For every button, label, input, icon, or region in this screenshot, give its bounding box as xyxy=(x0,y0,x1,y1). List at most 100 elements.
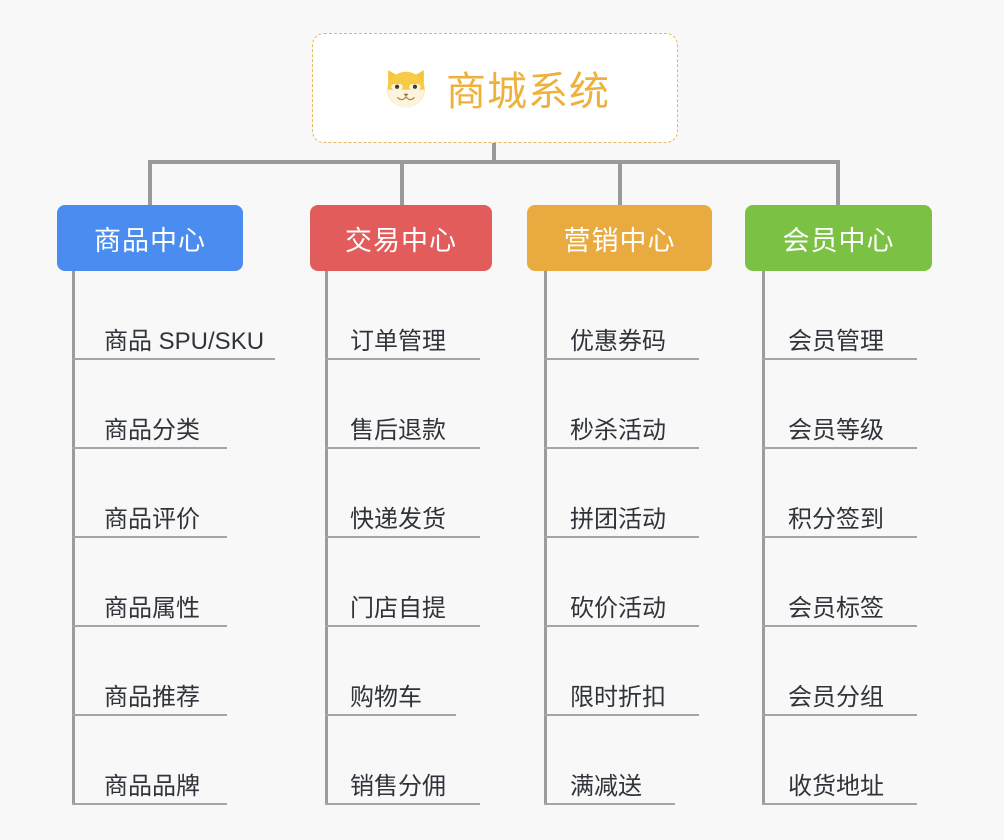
branch-spine-1 xyxy=(72,271,75,805)
leaf-item-underline xyxy=(544,358,699,360)
leaf-item-underline xyxy=(762,714,917,716)
leaf-item-label: 商品属性 xyxy=(104,595,200,622)
leaf-item-underline xyxy=(544,447,699,449)
branch-column-2: 交易中心订单管理售后退款快递发货门店自提购物车销售分佣 xyxy=(310,205,492,805)
leaf-item[interactable]: 会员等级 xyxy=(745,360,932,449)
leaf-item-label: 售后退款 xyxy=(350,417,446,444)
leaf-item[interactable]: 商品分类 xyxy=(57,360,243,449)
leaf-item-label: 积分签到 xyxy=(788,506,884,533)
leaf-item-underline xyxy=(325,714,456,716)
leaf-item[interactable]: 销售分佣 xyxy=(310,716,492,805)
leaf-item-label: 会员管理 xyxy=(788,328,884,355)
leaf-item-label: 拼团活动 xyxy=(570,506,666,533)
leaf-item-label: 秒杀活动 xyxy=(570,417,666,444)
leaf-item-underline xyxy=(762,536,917,538)
leaf-item-label: 会员标签 xyxy=(788,595,884,622)
branch-header-label: 交易中心 xyxy=(345,225,457,256)
leaf-item-label: 购物车 xyxy=(350,684,422,711)
connector-horizontal-bar xyxy=(148,160,840,164)
leaf-item[interactable]: 商品推荐 xyxy=(57,627,243,716)
leaf-item-label: 商品推荐 xyxy=(104,684,200,711)
leaf-item[interactable]: 会员管理 xyxy=(745,271,932,360)
leaf-item-underline xyxy=(544,625,699,627)
branch-header-4[interactable]: 会员中心 xyxy=(745,205,932,271)
leaf-item[interactable]: 收货地址 xyxy=(745,716,932,805)
leaf-item[interactable]: 商品属性 xyxy=(57,538,243,627)
leaf-item-label: 商品评价 xyxy=(104,506,200,533)
connector-root-stem xyxy=(492,143,496,164)
leaf-item[interactable]: 订单管理 xyxy=(310,271,492,360)
leaf-item[interactable]: 拼团活动 xyxy=(527,449,712,538)
leaf-item[interactable]: 售后退款 xyxy=(310,360,492,449)
leaf-item[interactable]: 优惠券码 xyxy=(527,271,712,360)
leaf-item-underline xyxy=(325,803,480,805)
connector-drop-2 xyxy=(400,160,404,207)
branch-items-4: 会员管理会员等级积分签到会员标签会员分组收货地址 xyxy=(745,271,932,805)
leaf-item-underline xyxy=(325,625,480,627)
leaf-item-underline xyxy=(325,358,480,360)
leaf-item-underline xyxy=(72,803,227,805)
branch-header-label: 商品中心 xyxy=(94,225,206,256)
leaf-item[interactable]: 满减送 xyxy=(527,716,712,805)
leaf-item-underline xyxy=(544,714,699,716)
leaf-item-underline xyxy=(544,803,675,805)
leaf-item[interactable]: 砍价活动 xyxy=(527,538,712,627)
leaf-item-underline xyxy=(325,536,480,538)
leaf-item-underline xyxy=(762,358,917,360)
leaf-item-label: 商品分类 xyxy=(104,417,200,444)
branch-header-label: 营销中心 xyxy=(563,225,676,256)
leaf-item[interactable]: 会员分组 xyxy=(745,627,932,716)
branch-header-label: 会员中心 xyxy=(782,225,895,256)
branch-items-3: 优惠券码秒杀活动拼团活动砍价活动限时折扣满减送 xyxy=(527,271,712,805)
connector-drop-4 xyxy=(836,160,840,207)
leaf-item-label: 商品品牌 xyxy=(104,773,200,800)
branch-items-1: 商品 SPU/SKU 商品分类商品评价商品属性商品推荐商品品牌 xyxy=(57,271,275,805)
leaf-item[interactable]: 商品 SPU/SKU xyxy=(57,271,275,360)
branch-spine-2 xyxy=(325,271,328,805)
shiba-dog-icon xyxy=(380,62,432,114)
branch-column-4: 会员中心会员管理会员等级积分签到会员标签会员分组收货地址 xyxy=(745,205,932,805)
branch-spine-3 xyxy=(544,271,547,805)
branch-header-3[interactable]: 营销中心 xyxy=(527,205,712,271)
leaf-item[interactable]: 商品品牌 xyxy=(57,716,243,805)
leaf-item-underline xyxy=(72,447,227,449)
connector-drop-1 xyxy=(148,160,152,207)
leaf-item-label: 销售分佣 xyxy=(350,773,446,800)
leaf-item-underline xyxy=(762,625,917,627)
branch-header-2[interactable]: 交易中心 xyxy=(310,205,492,271)
leaf-item[interactable]: 购物车 xyxy=(310,627,492,716)
leaf-item-underline xyxy=(72,625,227,627)
leaf-item[interactable]: 商品评价 xyxy=(57,449,243,538)
leaf-item[interactable]: 门店自提 xyxy=(310,538,492,627)
leaf-item-label: 快递发货 xyxy=(350,506,446,533)
leaf-item-underline xyxy=(72,714,227,716)
leaf-item-underline xyxy=(544,536,699,538)
leaf-item-underline xyxy=(762,803,917,805)
leaf-item[interactable]: 秒杀活动 xyxy=(527,360,712,449)
leaf-item-label: 会员等级 xyxy=(788,417,884,444)
leaf-item-label: 砍价活动 xyxy=(570,595,666,622)
branch-column-1: 商品中心商品 SPU/SKU 商品分类商品评价商品属性商品推荐商品品牌 xyxy=(57,205,275,805)
leaf-item-label: 商品 SPU/SKU xyxy=(104,328,265,355)
branch-items-2: 订单管理售后退款快递发货门店自提购物车销售分佣 xyxy=(310,271,492,805)
root-node[interactable]: 商城系统 xyxy=(312,33,678,143)
leaf-item-underline xyxy=(762,447,917,449)
leaf-item-label: 门店自提 xyxy=(350,595,446,622)
branch-spine-4 xyxy=(762,271,765,805)
branch-column-3: 营销中心优惠券码秒杀活动拼团活动砍价活动限时折扣满减送 xyxy=(527,205,712,805)
leaf-item-label: 收货地址 xyxy=(788,773,884,800)
leaf-item-label: 订单管理 xyxy=(350,328,446,355)
connector-drop-3 xyxy=(618,160,622,207)
branch-header-1[interactable]: 商品中心 xyxy=(57,205,243,271)
leaf-item[interactable]: 积分签到 xyxy=(745,449,932,538)
leaf-item[interactable]: 限时折扣 xyxy=(527,627,712,716)
leaf-item-underline xyxy=(72,358,275,360)
leaf-item-label: 满减送 xyxy=(570,773,642,800)
leaf-item-underline xyxy=(72,536,227,538)
root-title: 商城系统 xyxy=(446,70,610,114)
leaf-item-underline xyxy=(325,447,480,449)
leaf-item[interactable]: 会员标签 xyxy=(745,538,932,627)
leaf-item-label: 优惠券码 xyxy=(570,328,666,355)
leaf-item[interactable]: 快递发货 xyxy=(310,449,492,538)
